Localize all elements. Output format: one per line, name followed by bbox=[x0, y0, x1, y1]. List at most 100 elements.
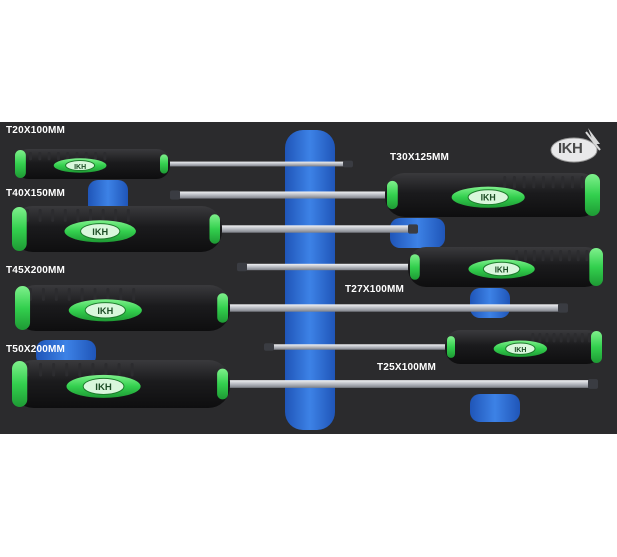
grip-rib bbox=[91, 363, 95, 377]
tray-illustration: IKH IKH IKH IKH IKH IKH IKH bbox=[12, 130, 603, 430]
grip-rib bbox=[114, 209, 118, 222]
handle-badge-logo-icon bbox=[467, 189, 509, 206]
grip-rib bbox=[80, 288, 84, 301]
grip-rib bbox=[580, 333, 584, 343]
grip-rib bbox=[119, 288, 123, 301]
grip-rib bbox=[101, 209, 105, 222]
grip-rib bbox=[29, 152, 32, 161]
screwdriver-shaft bbox=[226, 304, 560, 312]
screwdriver: IKH bbox=[15, 285, 568, 331]
grip-rib bbox=[503, 176, 507, 189]
size-label-t45: T45X200MM bbox=[6, 265, 66, 276]
screwdriver: IKH bbox=[12, 360, 598, 408]
torx-tip bbox=[264, 343, 274, 351]
screwdriver-shaft bbox=[226, 380, 590, 388]
grip-rib bbox=[550, 250, 554, 262]
grip-rib bbox=[515, 250, 519, 262]
handle-end-cap bbox=[12, 361, 28, 407]
handle-badge-logo-icon bbox=[80, 223, 121, 240]
grip-rib bbox=[576, 250, 580, 262]
screwdriver: IKH bbox=[264, 330, 602, 364]
screwdriver: IKH bbox=[12, 206, 418, 252]
handle-end-cap bbox=[15, 150, 26, 178]
grip-rib bbox=[567, 250, 571, 262]
torx-tip bbox=[343, 160, 353, 168]
torx-tip bbox=[237, 262, 247, 272]
grip-rib bbox=[532, 176, 536, 189]
handle-badge-logo-icon bbox=[505, 342, 536, 355]
handle-collar bbox=[217, 293, 228, 323]
grip-rib bbox=[65, 363, 69, 377]
grip-rib bbox=[104, 363, 108, 377]
torx-tip bbox=[588, 379, 598, 389]
foam-tray: IKH IKH IKH IKH IKH IKH IKH IKH T20X100MM T30X… bbox=[0, 122, 617, 434]
grip-rib bbox=[541, 176, 545, 189]
handle-badge-logo-icon bbox=[84, 302, 126, 319]
handle-badge-logo-icon bbox=[482, 261, 521, 277]
grip-rib bbox=[26, 209, 29, 222]
grip-rib bbox=[52, 363, 56, 377]
grip-rib bbox=[541, 250, 545, 262]
grip-rib bbox=[89, 209, 92, 222]
handle-collar bbox=[447, 336, 455, 358]
screwdriver: IKH bbox=[15, 149, 353, 179]
size-label-t30: T30X125MM bbox=[390, 152, 450, 163]
screwdriver-shaft bbox=[178, 191, 389, 199]
grip-rib bbox=[587, 333, 591, 343]
blue-foam-insert bbox=[36, 130, 520, 430]
handle-collar bbox=[209, 214, 220, 244]
handle-end-cap bbox=[589, 248, 603, 286]
brand-logo: IKH bbox=[548, 126, 606, 166]
torx-tip bbox=[558, 303, 568, 313]
grip-rib bbox=[132, 288, 136, 301]
grip-rib bbox=[512, 176, 516, 189]
handle-badge-logo-icon bbox=[65, 159, 96, 172]
grip-rib bbox=[103, 152, 107, 161]
grip-rib bbox=[67, 288, 71, 301]
size-label-t25: T25X100MM bbox=[377, 362, 437, 373]
handle-collar bbox=[217, 368, 228, 400]
grip-rib bbox=[522, 176, 526, 189]
grip-rib bbox=[41, 288, 45, 301]
grip-rib bbox=[76, 209, 80, 222]
screwdriver-shaft bbox=[166, 161, 345, 167]
grip-rib bbox=[552, 333, 556, 343]
grip-rib bbox=[38, 209, 42, 222]
grip-rib bbox=[566, 333, 570, 343]
grip-rib bbox=[531, 333, 535, 343]
grip-rib bbox=[54, 288, 58, 301]
grip-rib bbox=[524, 250, 528, 262]
size-label-t20: T20X100MM bbox=[6, 125, 66, 136]
grip-rib bbox=[39, 363, 43, 377]
handle-collar bbox=[410, 254, 420, 280]
handle-collar bbox=[160, 154, 168, 174]
logo-icon bbox=[550, 128, 601, 163]
handle-end-cap bbox=[591, 331, 602, 363]
size-label-t50: T50X200MM bbox=[6, 344, 66, 355]
handle-brand-mark: IKH bbox=[514, 347, 526, 354]
screwdriver-shaft bbox=[245, 263, 412, 271]
handle-brand-mark: IKH bbox=[74, 164, 86, 171]
grip-rib bbox=[559, 250, 563, 262]
grip-rib bbox=[570, 176, 574, 189]
grip-rib bbox=[117, 363, 121, 377]
handle-brand-mark: IKH bbox=[495, 266, 509, 275]
grip-rib bbox=[538, 333, 542, 343]
screwdriver-shaft bbox=[272, 344, 449, 350]
grip-rib bbox=[580, 176, 584, 189]
grip-rib bbox=[551, 176, 555, 189]
screwdriver: IKH bbox=[170, 173, 600, 217]
grip-rib bbox=[561, 176, 565, 189]
grip-rib bbox=[93, 288, 97, 301]
grip-rib bbox=[51, 209, 55, 222]
grip-rib bbox=[126, 209, 130, 222]
size-label-t40: T40X150MM bbox=[6, 188, 66, 199]
grip-rib bbox=[106, 288, 110, 301]
size-label-t27: T27X100MM bbox=[345, 284, 405, 295]
handle-brand-mark: IKH bbox=[481, 193, 496, 203]
torx-tip bbox=[408, 224, 418, 234]
screwdriver-shaft bbox=[218, 225, 410, 233]
grip-rib bbox=[84, 152, 88, 161]
handle-badge-logo-icon bbox=[82, 377, 125, 395]
grip-rib bbox=[559, 333, 563, 343]
